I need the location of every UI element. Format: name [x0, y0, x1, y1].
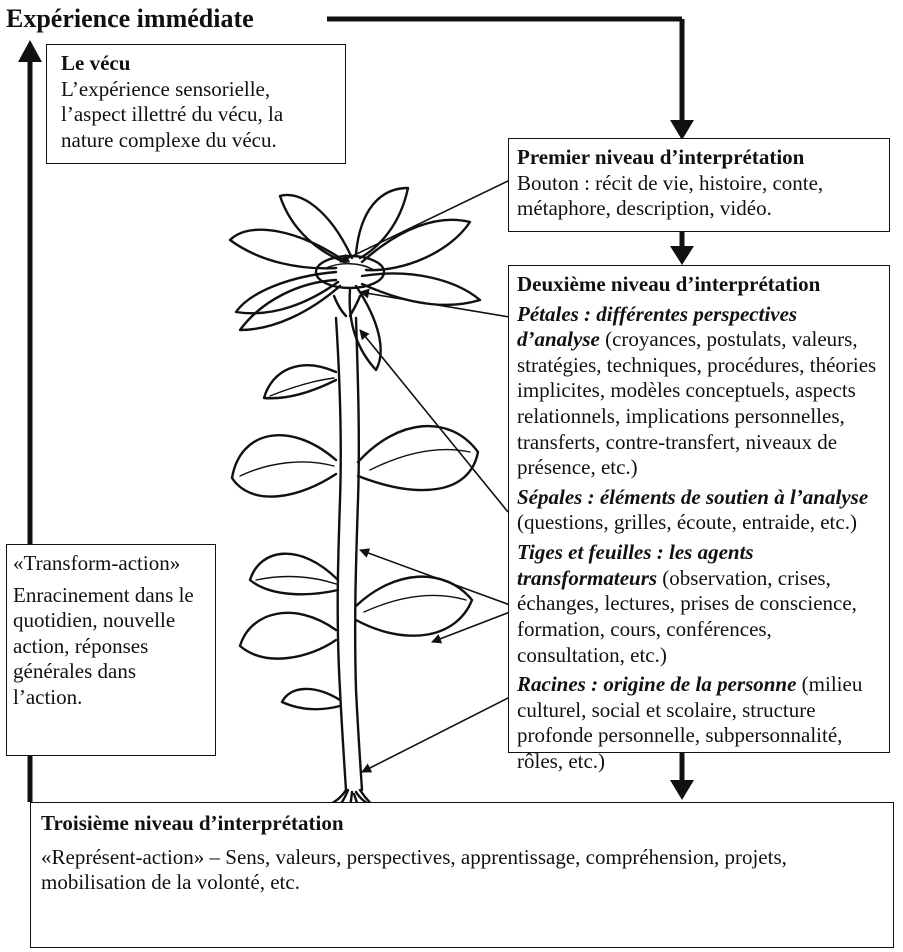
niveau3-heading: Troisième niveau d’interprétation — [41, 811, 344, 835]
niveau3-box: Troisième niveau d’interprétation «Repré… — [30, 802, 894, 948]
pointer-lines — [339, 179, 516, 773]
vecu-heading: Le vécu — [61, 51, 131, 75]
transform-action-box: «Transform-action» Enracinement dans le … — [6, 544, 216, 756]
tiges-label: Tiges et feuilles : les agents transform… — [517, 540, 754, 590]
racines-label: Racines : origine de la personne — [517, 672, 797, 697]
diagram-title: Expérience immédiate — [6, 4, 254, 33]
niveau1-heading: Premier niveau d’interprétation — [517, 145, 805, 169]
petales-text: (croyances, postulats, valeurs, stratégi… — [517, 327, 877, 480]
racines-item: Racines : origine de la personne (milieu… — [517, 672, 881, 774]
niveau2-heading: Deuxième niveau d’interprétation — [517, 272, 821, 296]
plant-illustration — [228, 186, 482, 842]
transform-quote: «Transform-action» — [13, 551, 181, 575]
vecu-box: Le vécu L’expérience sensorielle, l’aspe… — [46, 44, 346, 164]
tiges-item: Tiges et feuilles : les agents transform… — [517, 540, 881, 668]
sepales-text: (questions, grilles, écoute, entraide, e… — [517, 510, 857, 535]
niveau1-text: Bouton : récit de vie, histoire, conte, … — [517, 170, 824, 221]
niveau2-box: Deuxième niveau d’interprétation Pétales… — [508, 265, 890, 773]
sepales-label: Sépales : éléments de soutien à l’analys… — [517, 484, 869, 509]
vecu-text: L’expérience sensorielle, l’aspect illet… — [61, 76, 284, 152]
transform-text: Enracinement dans le quotidien, nouvelle… — [13, 582, 194, 710]
sepales-item: Sépales : éléments de soutien à l’analys… — [517, 485, 881, 536]
flow-arrowheads — [18, 40, 694, 800]
petales-item: Pétales : différentes perspectives d’ana… — [517, 302, 881, 481]
niveau3-text: «Représent-action» – Sens, valeurs, pers… — [41, 844, 787, 895]
petales-label: Pétales : différentes perspectives d’ana… — [517, 301, 798, 352]
niveau1-box: Premier niveau d’interprétation Bouton :… — [508, 138, 890, 232]
tiges-text: (observation, crises, échanges, lectures… — [517, 565, 857, 667]
racines-text: (milieu culturel, social et scolaire, st… — [517, 672, 863, 773]
